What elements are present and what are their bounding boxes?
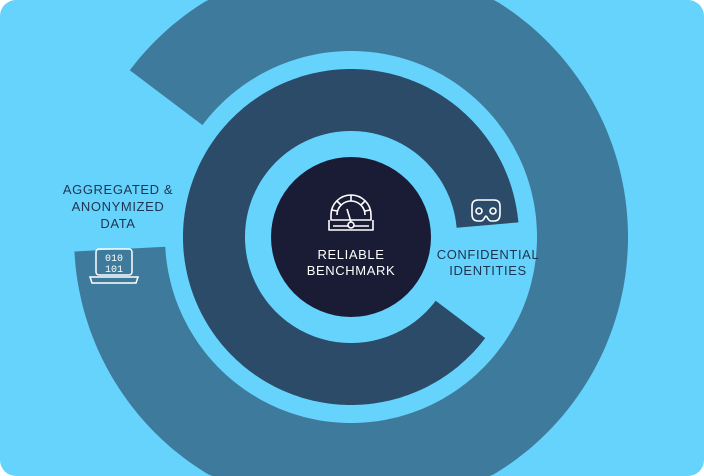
middle-label-line1: CONFIDENTIAL [437,247,540,262]
center-label-line2: BENCHMARK [307,263,395,278]
laptop-binary-row2: 101 [105,265,123,276]
laptop-binary-row1: 010 [105,254,123,265]
outer-label-line3: DATA [100,216,135,231]
center-circle [271,157,431,317]
speedometer-gauge-icon [328,194,374,231]
laptop-binary-icon: 010 101 [88,248,140,284]
middle-label-line2: IDENTITIES [449,263,527,278]
mask-icon [471,199,501,222]
middle-ring-segment [183,69,519,405]
outer-label-line2: ANONYMIZED [72,199,165,214]
outer-label-line1: AGGREGATED & [63,182,173,197]
center-label-line1: RELIABLE [318,247,385,262]
